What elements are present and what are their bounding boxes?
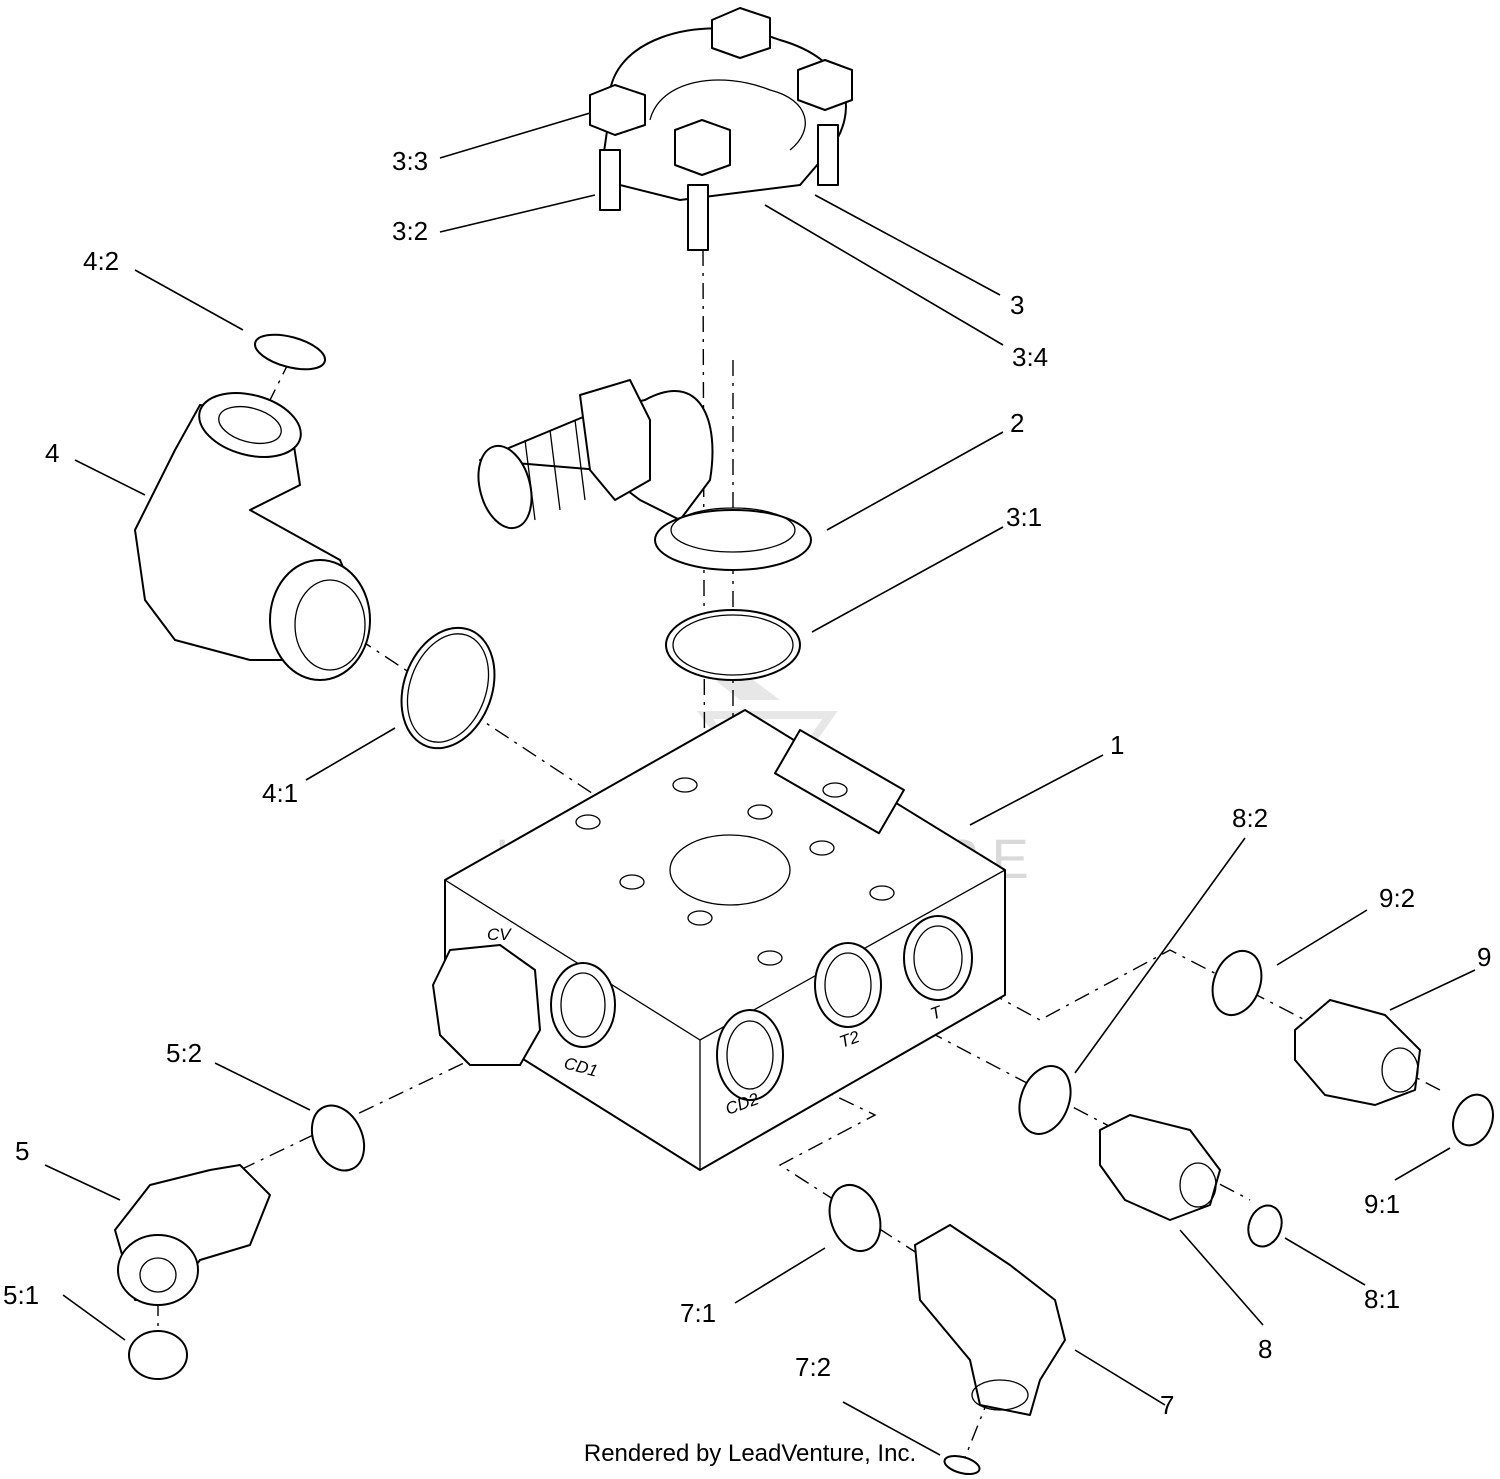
callout-3-4: 3:4 xyxy=(1012,342,1048,372)
rendered-by-footer: Rendered by LeadVenture, Inc. xyxy=(583,1440,917,1467)
callout-8: 8 xyxy=(1258,1334,1272,1364)
callout-8-1: 8:1 xyxy=(1364,1284,1400,1314)
angled-adapter xyxy=(114,1164,271,1306)
callout-labels: 3:3 3:2 3 3:4 4:2 2 4 3:1 4:1 1 8:2 9:2 … xyxy=(3,146,1491,1420)
o-ring xyxy=(665,609,801,681)
cartridge-valve xyxy=(774,728,905,835)
manifold-block: CV CD1 CD2 T2 T xyxy=(432,709,1006,1171)
straight-adapter xyxy=(1294,999,1421,1106)
bolt xyxy=(797,59,853,186)
callout-5: 5 xyxy=(15,1136,29,1166)
bolt xyxy=(674,119,731,251)
straight-adapter xyxy=(1099,1114,1221,1221)
elbow-fitting xyxy=(134,392,371,681)
port-t2 xyxy=(814,942,882,1028)
callout-9: 9 xyxy=(1477,942,1491,972)
callout-5-1: 5:1 xyxy=(3,1280,39,1310)
callout-5-2: 5:2 xyxy=(166,1038,202,1068)
o-ring xyxy=(1452,1093,1494,1147)
callout-3-2: 3:2 xyxy=(392,216,428,246)
callout-8-2: 8:2 xyxy=(1232,803,1268,833)
cv-plug xyxy=(432,944,541,1066)
callout-4-1: 4:1 xyxy=(262,778,298,808)
leader-lines xyxy=(44,112,1476,1456)
bolt xyxy=(711,7,771,59)
mounting-hole xyxy=(575,777,895,966)
callout-9-1: 9:1 xyxy=(1364,1189,1400,1219)
o-ring xyxy=(128,1330,188,1380)
callout-4-2: 4:2 xyxy=(83,246,119,276)
port-t xyxy=(903,915,973,1001)
callout-9-2: 9:2 xyxy=(1379,883,1415,913)
hose-barb-elbow xyxy=(477,379,812,571)
elbow-fitting xyxy=(914,1224,1066,1416)
callout-2: 2 xyxy=(1010,408,1024,438)
callout-7-1: 7:1 xyxy=(680,1298,716,1328)
o-ring xyxy=(828,1184,882,1252)
o-ring xyxy=(400,626,496,750)
callout-3: 3 xyxy=(1010,290,1024,320)
callout-3-1: 3:1 xyxy=(1006,502,1042,532)
callout-3-3: 3:3 xyxy=(392,146,428,176)
o-ring xyxy=(943,1454,981,1476)
callout-7: 7 xyxy=(1160,1390,1174,1420)
bolt xyxy=(589,84,646,211)
callout-7-2: 7:2 xyxy=(795,1352,831,1382)
split-flange-assembly xyxy=(589,7,853,251)
o-ring xyxy=(310,1104,366,1172)
callout-1: 1 xyxy=(1110,730,1124,760)
port-label-cv: CV xyxy=(487,925,512,944)
o-ring xyxy=(1247,1204,1283,1248)
o-ring xyxy=(1018,1065,1072,1135)
o-ring xyxy=(254,333,326,371)
callout-4: 4 xyxy=(45,438,59,468)
o-ring xyxy=(1211,950,1263,1016)
